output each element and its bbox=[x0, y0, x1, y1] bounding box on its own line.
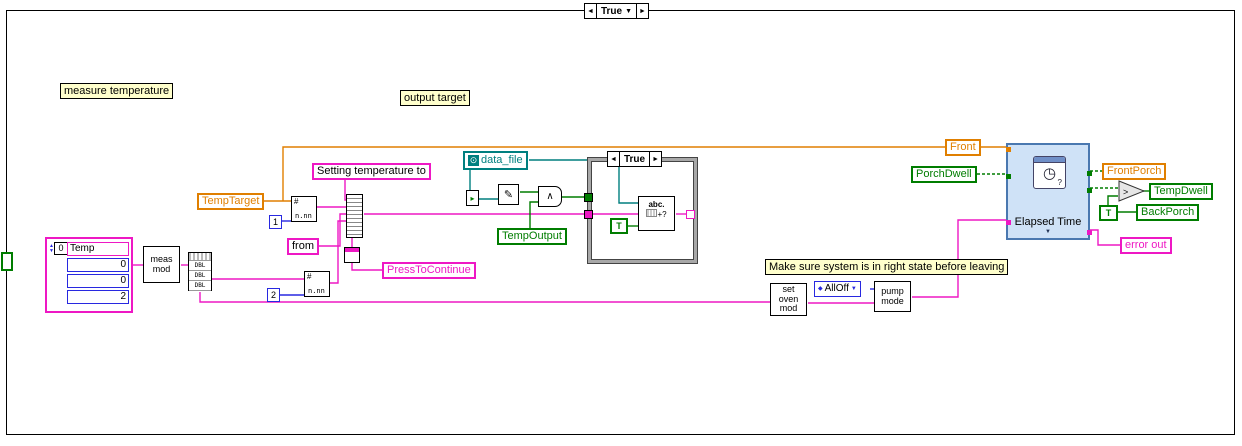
previous-case-arrow-icon[interactable]: ◄ bbox=[587, 7, 594, 15]
index-up-icon[interactable]: ▲ bbox=[49, 242, 54, 249]
format-code: n.nn bbox=[295, 212, 312, 220]
format-code: n.nn bbox=[308, 287, 325, 295]
numeric-constant-1[interactable]: 1 bbox=[269, 215, 282, 229]
true-constant[interactable]: T bbox=[1099, 205, 1118, 221]
unbundle-header-icon bbox=[189, 253, 211, 261]
press-to-continue-local-variable[interactable]: PressToContinue bbox=[382, 262, 476, 279]
input-pin bbox=[1006, 220, 1011, 225]
and-icon: ∧ bbox=[546, 191, 554, 202]
blue-wires bbox=[279, 220, 874, 296]
refnum-icon: ⊙ bbox=[468, 155, 479, 166]
cluster-item-number[interactable]: 0 bbox=[67, 274, 129, 288]
index-down-icon[interactable]: ▼ bbox=[49, 247, 54, 254]
write-to-file-node[interactable]: ✎ bbox=[498, 184, 519, 205]
question-icon: ? bbox=[1057, 178, 1062, 187]
index-arrows-icon[interactable]: ▲ ▼ bbox=[49, 242, 54, 254]
meas-mod-subvi[interactable]: meas mod bbox=[143, 246, 180, 283]
dialog-band-icon bbox=[345, 248, 359, 252]
green-wires bbox=[520, 190, 1149, 228]
input-pin bbox=[1006, 147, 1011, 152]
front-porch-local-variable[interactable]: FrontPorch bbox=[1102, 163, 1167, 180]
previous-case-arrow-icon[interactable]: ◄ bbox=[610, 155, 617, 163]
numeric-constant-2[interactable]: 2 bbox=[267, 288, 280, 302]
format-hash-icon: # bbox=[294, 197, 299, 206]
abc-text: abc. bbox=[648, 200, 665, 209]
elapsed-time-label: Elapsed Time bbox=[1014, 216, 1082, 228]
selector-tunnel bbox=[584, 193, 593, 202]
boolean-tunnel bbox=[1, 252, 13, 271]
data-file-refnum[interactable]: ⊙ data_file bbox=[463, 151, 528, 170]
next-case-arrow-icon[interactable]: ► bbox=[639, 7, 646, 15]
outer-case-selector-label[interactable]: True ▼ bbox=[595, 4, 637, 18]
dbl-row: DBL bbox=[189, 281, 211, 291]
temp-target-local-variable[interactable]: TempTarget bbox=[197, 193, 265, 210]
elapsed-time-icon: ◷ ? bbox=[1033, 156, 1066, 189]
next-case-arrow-icon[interactable]: ► bbox=[652, 155, 659, 163]
cluster-item-number[interactable]: 2 bbox=[67, 290, 129, 304]
array-index-stepper[interactable]: ▲ ▼ 0 bbox=[49, 242, 68, 255]
true-constant[interactable]: T bbox=[610, 218, 628, 234]
table-icon bbox=[646, 209, 658, 217]
enum-dropdown-icon[interactable]: ▼ bbox=[850, 286, 857, 292]
output-tunnel bbox=[686, 210, 695, 219]
format-file-text-node[interactable]: abc. +? bbox=[638, 196, 675, 231]
all-off-enum-constant[interactable]: ◆ AllOff ▼ bbox=[814, 281, 861, 297]
pink-error-wires bbox=[199, 219, 1120, 304]
output-pin bbox=[1087, 171, 1092, 176]
file-open-node[interactable]: ▸ bbox=[466, 190, 479, 206]
inner-case-selector[interactable]: ◄ True ► bbox=[607, 151, 662, 167]
greater-icon: > bbox=[1123, 187, 1128, 197]
dbl-row: DBL bbox=[189, 261, 211, 271]
enum-value[interactable]: AllOff bbox=[824, 283, 849, 294]
inner-case-selector-label[interactable]: True bbox=[618, 152, 651, 166]
abc-sub-text: +? bbox=[657, 210, 667, 219]
clock-icon: ◷ bbox=[1042, 165, 1057, 182]
unbundle-dbl-node[interactable]: DBL DBL DBL bbox=[188, 252, 212, 291]
back-porch-local-variable[interactable]: BackPorch bbox=[1136, 204, 1200, 221]
inner-case-value: True bbox=[623, 153, 646, 165]
string-input-tunnel bbox=[584, 210, 593, 219]
output-pin bbox=[1087, 230, 1092, 235]
setting-temperature-string-constant[interactable]: Setting temperature to bbox=[312, 163, 431, 180]
outer-case-selector[interactable]: ◄ True ▼ ► bbox=[584, 3, 649, 19]
one-button-dialog-node[interactable] bbox=[344, 247, 360, 263]
enum-icon: ◆ bbox=[818, 286, 823, 292]
teal-wires bbox=[469, 159, 638, 204]
comment-measure-temperature: measure temperature bbox=[60, 83, 174, 99]
format-into-string-node[interactable]: # n.nn bbox=[291, 196, 317, 222]
concatenate-strings-node[interactable] bbox=[346, 194, 363, 238]
temp-dwell-local-variable[interactable]: TempDwell bbox=[1149, 183, 1213, 200]
comment-output-target: output target bbox=[400, 90, 470, 106]
greater-comparison-node[interactable]: > bbox=[1118, 179, 1146, 208]
case-dropdown-icon[interactable]: ▼ bbox=[625, 7, 632, 15]
pump-mode-subvi[interactable]: pump mode bbox=[874, 281, 911, 312]
outer-case-value: True bbox=[600, 5, 623, 17]
format-into-string-node[interactable]: # n.nn bbox=[304, 271, 330, 297]
pencil-icon: ✎ bbox=[503, 189, 514, 201]
array-index-value[interactable]: 0 bbox=[53, 242, 68, 255]
comment-state-note: Make sure system is in right state befor… bbox=[765, 259, 1009, 275]
run-icon: ▸ bbox=[470, 194, 475, 203]
icon-titlebar bbox=[1034, 157, 1065, 163]
from-string-constant[interactable]: from bbox=[287, 238, 319, 255]
elapsed-time-express-vi[interactable]: ◷ ? Elapsed Time ▼ bbox=[1006, 143, 1092, 240]
format-hash-icon: # bbox=[307, 272, 312, 281]
dbl-row: DBL bbox=[189, 271, 211, 281]
cluster-item-string[interactable]: Temp bbox=[67, 242, 129, 256]
set-oven-mod-subvi[interactable]: set oven mod bbox=[770, 283, 807, 316]
input-pin bbox=[1006, 174, 1011, 179]
output-pin bbox=[1087, 188, 1092, 193]
error-out-indicator[interactable]: error out bbox=[1120, 237, 1172, 254]
front-local-variable[interactable]: Front bbox=[945, 139, 981, 156]
expand-arrow-icon[interactable]: ▼ bbox=[1045, 229, 1051, 235]
and-gate-node[interactable]: ∧ bbox=[538, 186, 562, 207]
porch-dwell-local-variable[interactable]: PorchDwell bbox=[911, 166, 977, 183]
data-file-label: data_file bbox=[481, 154, 523, 166]
cluster-item-number[interactable]: 0 bbox=[67, 258, 129, 272]
cluster-constant[interactable]: ▲ ▼ 0 Temp 0 0 2 bbox=[45, 237, 133, 313]
temp-output-local-variable[interactable]: TempOutput bbox=[497, 228, 567, 245]
green-dashed-wires bbox=[977, 170, 1118, 189]
